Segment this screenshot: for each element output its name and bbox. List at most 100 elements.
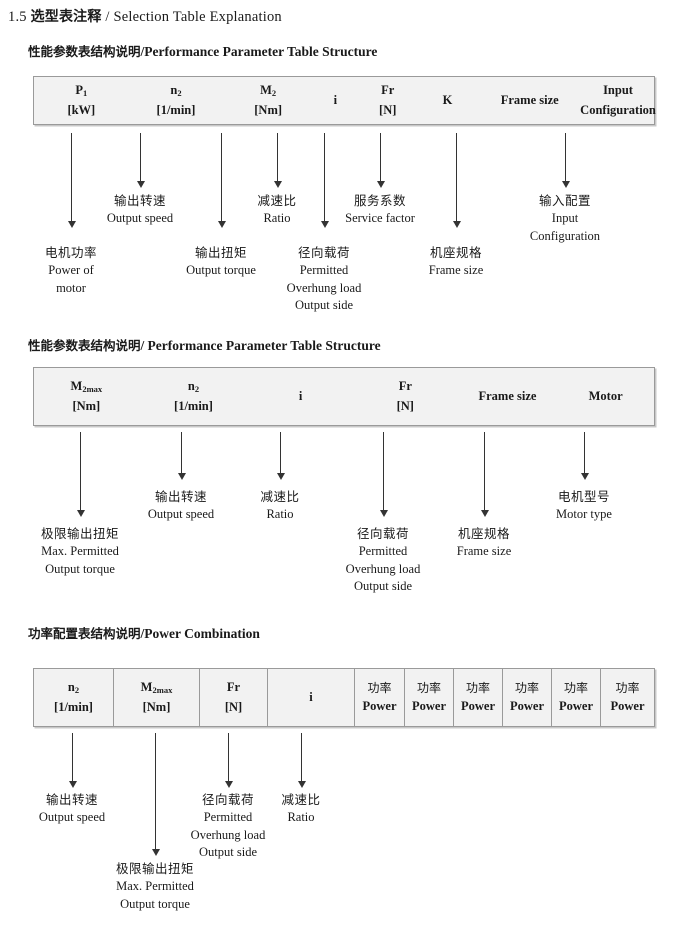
arrow-shaft [80, 432, 81, 511]
table-header-line1: M2max [140, 680, 173, 696]
table-header-line1: n2 [187, 379, 200, 395]
table-header-line1: i [309, 689, 313, 704]
table-header-subscript: 2 [177, 88, 182, 99]
annotation-label-en: Frame size [456, 543, 512, 558]
table-header-cell: Fr[N] [353, 368, 458, 425]
table-header-cell: P1[kW] [34, 77, 129, 124]
section-heading-2: 性能参数表结构说明/ Performance Parameter Table S… [28, 335, 381, 354]
annotation-label-en: Ratio [263, 210, 291, 225]
annotation-label-cn: 减速比 [281, 792, 321, 807]
annotation-label-en: Ratio [287, 809, 315, 824]
arrow-head [297, 781, 306, 788]
annotation-label-cn: 减速比 [260, 489, 300, 504]
arrow-shaft [221, 133, 222, 222]
annotation-label-en: Output speed [147, 506, 215, 521]
arrow-shaft [280, 432, 281, 474]
table-header-line1: 功率 [465, 680, 490, 695]
section-heading-3-sep: / [140, 626, 145, 641]
annotation-label-cn: 输出转速 [45, 792, 98, 807]
annotation-label-en: Output side [295, 298, 353, 313]
table-header-line2: Power [411, 699, 446, 714]
table-header-line2: Power [460, 699, 495, 714]
arrow-head [379, 510, 388, 517]
arrow-head [217, 221, 226, 228]
arrow-shaft [140, 133, 141, 182]
annotation-label-en: Overhung load [286, 280, 362, 295]
annotation-label-en: Output torque [45, 561, 115, 576]
table-header-subscript: 1 [83, 88, 88, 99]
annotation-label: 减速比 Ratio [257, 192, 296, 228]
table-header-cell: i [248, 368, 353, 425]
table-header-line1: 功率 [367, 680, 392, 695]
annotation-label-en: Power of [48, 262, 94, 277]
table-header-cell: 功率 Power [454, 669, 503, 726]
arrow-shaft [71, 133, 72, 222]
annotation-label-en: Output speed [38, 809, 106, 824]
table-header-line1: Frame size [500, 92, 559, 107]
table-header-line1: 功率 [563, 680, 588, 695]
table-header-line2: Power [610, 699, 645, 714]
annotation-label-en: Service factor [345, 210, 415, 225]
arrow-head [68, 781, 77, 788]
arrow-shaft [584, 432, 585, 474]
annotation-label-cn: 输出扭矩 [194, 245, 248, 260]
arrow-head [76, 510, 85, 517]
arrow-shaft [228, 733, 229, 782]
annotation-label: 输出转速 Output speed [148, 488, 214, 524]
table-header-subscript: 2max [82, 384, 103, 395]
section-heading-2-cn: 性能参数表结构说明 [28, 338, 141, 353]
annotation-label-en: Overhung load [190, 827, 266, 842]
table-header-line1: Input [603, 83, 633, 98]
table-header-line2: [1/min] [174, 398, 213, 413]
table-header-line1: Motor [588, 388, 623, 403]
table-header-line2: [kW] [67, 102, 96, 117]
table-header-line2: [Nm] [142, 699, 171, 714]
arrow-shaft [380, 133, 381, 182]
table-header-line1: Fr [398, 379, 412, 394]
table-header-line1: K [442, 92, 453, 107]
annotation-label-cn: 输出转速 [113, 193, 166, 208]
table-header-line1: i [333, 92, 338, 107]
table-header-line1: Frame size [478, 388, 537, 403]
table-header-line2: [N] [379, 102, 397, 117]
table-header-line1: Fr [381, 83, 395, 98]
arrow-head [273, 181, 282, 188]
table-header-line1: Fr [226, 680, 241, 695]
annotation-label: 输出转速 Output speed [39, 791, 105, 827]
arrow-head [177, 473, 186, 480]
annotation-label-cn: 输出转速 [154, 489, 207, 504]
table-header-subscript: 2 [74, 685, 80, 696]
annotation-label-en: Output side [354, 579, 412, 594]
table-header-line2: [N] [224, 699, 243, 714]
arrow-head [480, 510, 489, 517]
arrow-head [67, 221, 76, 228]
arrow-shaft [484, 432, 485, 511]
table-header-line2: Configuration [580, 102, 656, 117]
section-heading-1: 性能参数表结构说明/Performance Parameter Table St… [28, 41, 377, 60]
annotation-label: 减速比 Ratio [281, 791, 320, 827]
annotation-label-en: Permitted [203, 809, 253, 824]
table-header-line2: [Nm] [254, 102, 283, 117]
section-heading-3-cn: 功率配置表结构说明 [28, 626, 141, 641]
annotation-label-en: Input [551, 210, 579, 225]
annotation-label-cn: 减速比 [257, 193, 297, 208]
table-header-cell: Frame size [458, 368, 558, 425]
annotation-label-en: Permitted [299, 262, 349, 277]
annotation-label-cn: 电机功率 [44, 245, 98, 260]
table-header-line2: Power [362, 699, 397, 714]
table-header-line2: Power [558, 699, 593, 714]
